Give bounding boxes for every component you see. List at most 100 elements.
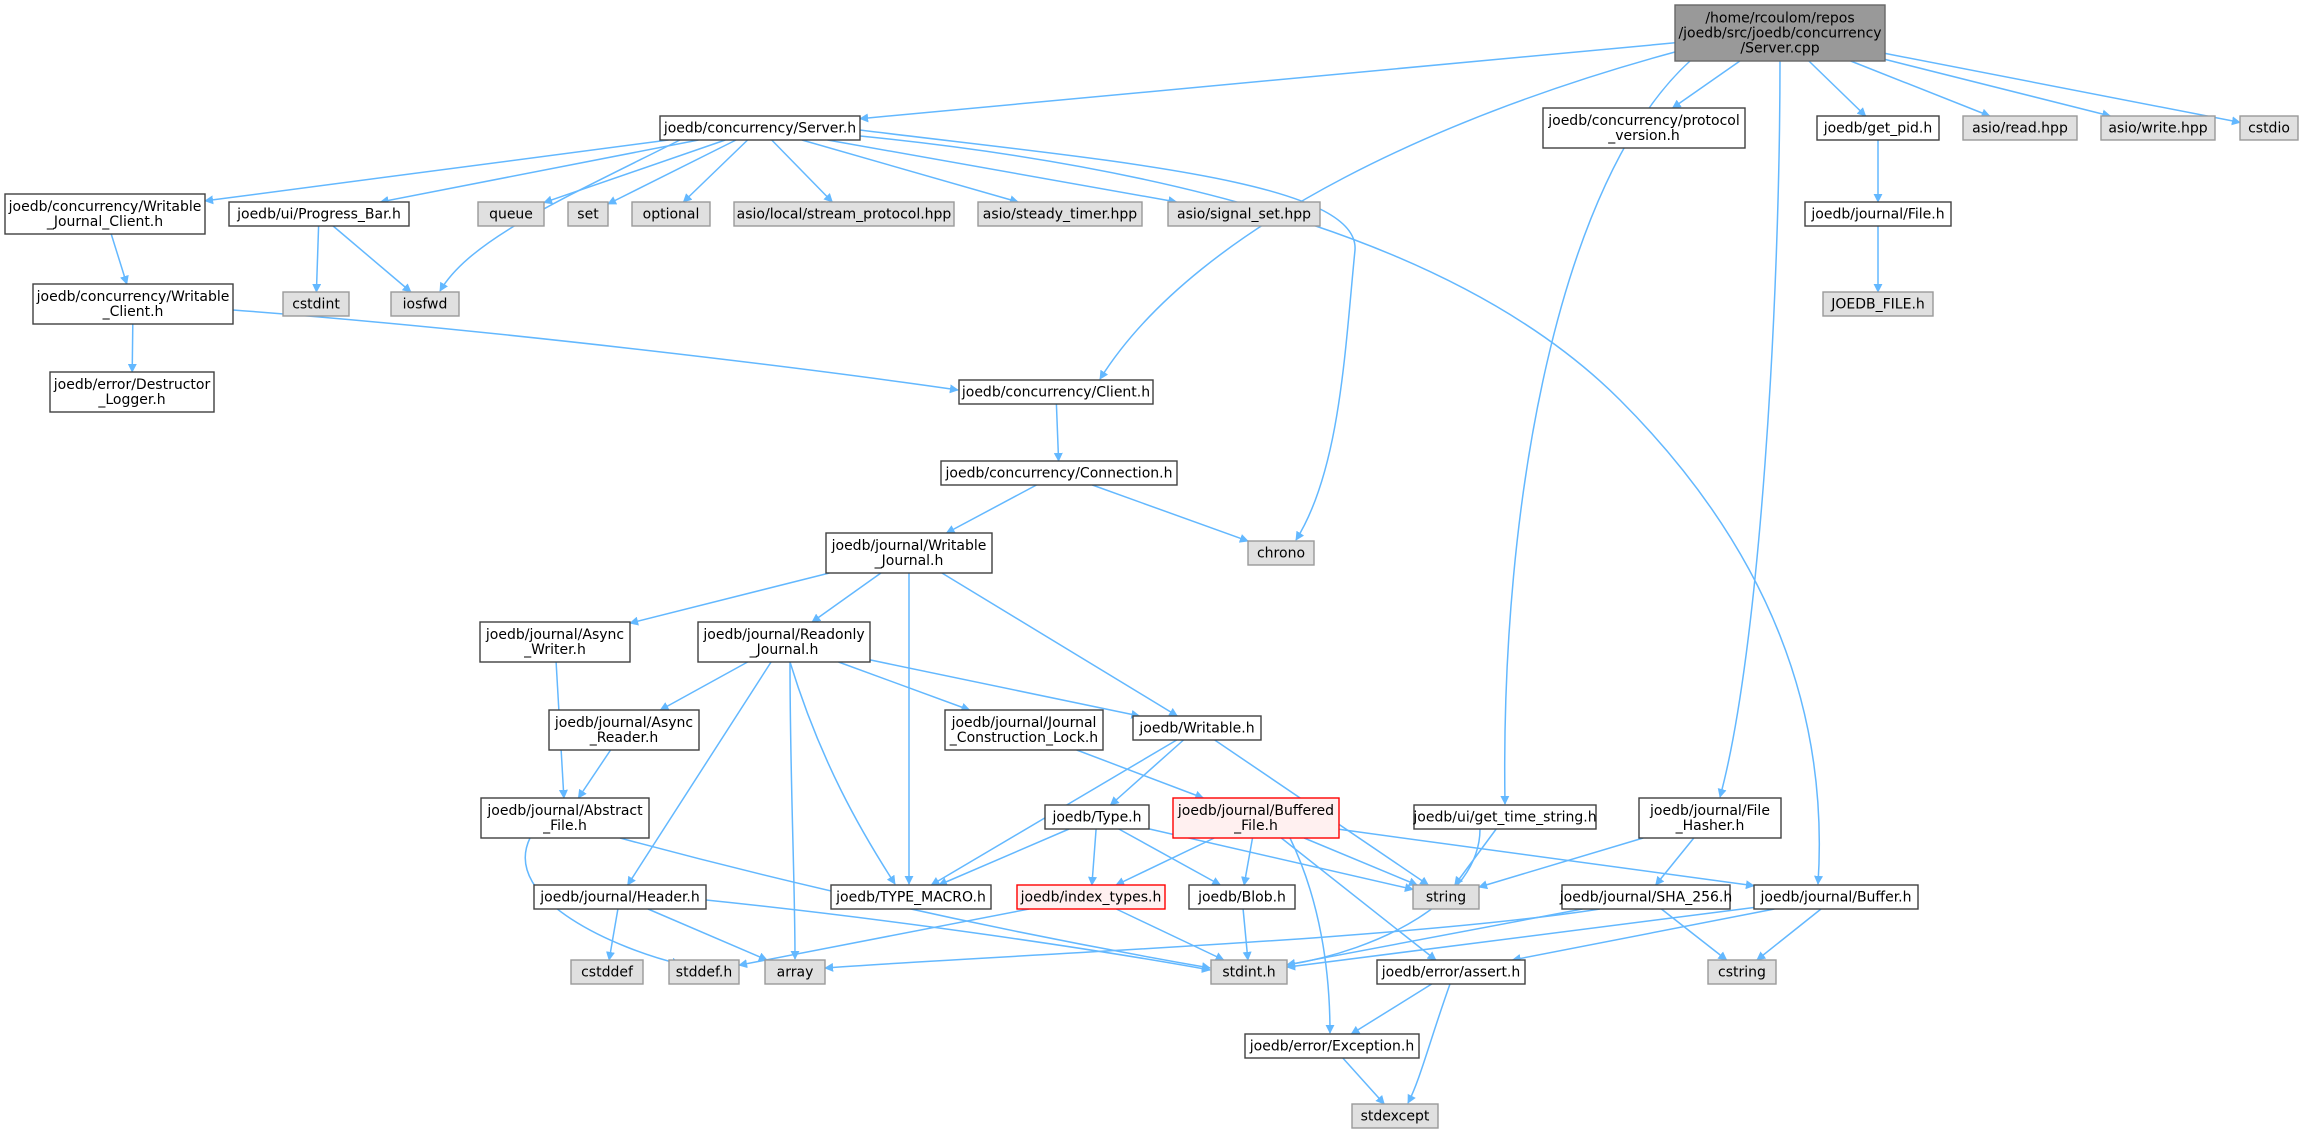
edge-root-to-asio_write [1884,58,2112,119]
node-sha256[interactable]: joedb/journal/SHA_256.h [1559,884,1733,910]
edge-server_h-to-buffer_h [859,135,1824,885]
node-box [1132,715,1262,741]
edge-server_h-to-set [607,139,737,205]
node-box [659,115,861,141]
node-box [1962,115,2078,141]
node-label: queue [489,207,533,223]
node-file-hasher[interactable]: joedb/journal/File_Hasher.h [1638,797,1782,839]
node-joedb-file-h[interactable]: JOEDB_FILE.h [1822,291,1934,317]
node-progress-bar[interactable]: joedb/ui/Progress_Bar.h [228,201,410,227]
node-protocol-version[interactable]: joedb/concurrency/protocol_version.h [1542,107,1746,149]
edge-writable_journal-to-async_writer [629,572,830,626]
edge-buffer_h-to-stdint_h [1286,906,1755,971]
node-connection-h[interactable]: joedb/concurrency/Connection.h [940,460,1178,486]
node-label: joedb/Type.h [1051,810,1141,826]
node-blob-h[interactable]: joedb/Blob.h [1188,884,1296,910]
edge-root-to-asio_read [1850,60,1991,118]
node-steady-timer[interactable]: asio/steady_timer.hpp [977,201,1143,227]
node-label: _Journal.h [749,642,819,658]
node-wc[interactable]: joedb/concurrency/Writable_Client.h [32,283,234,325]
node-type-macro[interactable]: joedb/TYPE_MACRO.h [830,884,992,910]
node-asio-read[interactable]: asio/read.hpp [1962,115,2078,141]
node-assert-h[interactable]: joedb/error/assert.h [1376,959,1526,985]
node-cstddef[interactable]: cstddef [570,959,644,985]
node-label: joedb/journal/Buffer.h [1760,890,1912,906]
edge-buffered_file-to-blob_h [1241,837,1254,886]
edge-server_h-to-stream_protocol [771,139,833,203]
node-server-h[interactable]: joedb/concurrency/Server.h [659,115,861,141]
node-jcl[interactable]: joedb/journal/Journal_Construction_Lock.… [944,709,1104,751]
node-label: joedb/TYPE_MACRO.h [835,890,986,906]
node-label: joedb/journal/Abstract [486,803,643,819]
node-buffered-file[interactable]: joedb/journal/Buffered_File.h [1172,797,1340,839]
node-label: /home/rcoulom/repos [1705,11,1854,27]
edge-wc-to-destructor_logger [127,323,137,373]
node-box [1188,884,1296,910]
edge-readonly_journal-to-header_h [627,661,772,886]
node-label: set [577,207,599,223]
node-index-types[interactable]: joedb/index_types.h [1016,884,1166,910]
node-box [940,460,1178,486]
edge-root-to-cstdio [1884,52,2241,126]
node-file-h[interactable]: joedb/journal/File.h [1804,201,1952,227]
node-cstdint[interactable]: cstdint [282,291,350,317]
node-box [1044,804,1150,830]
node-async-writer[interactable]: joedb/journal/Async_Writer.h [479,621,631,663]
node-root[interactable]: /home/rcoulom/repos/joedb/src/joedb/conc… [1674,4,1886,62]
node-label: _Journal_Client.h [46,214,163,230]
node-wjc[interactable]: joedb/concurrency/Writable_Journal_Clien… [4,193,206,235]
node-optional[interactable]: optional [631,201,711,227]
node-label: cstdint [292,297,340,313]
node-signal-set[interactable]: asio/signal_set.hpp [1167,201,1321,227]
node-readonly-journal[interactable]: joedb/journal/Readonly_Journal.h [697,621,871,663]
node-exception-h[interactable]: joedb/error/Exception.h [1244,1033,1420,1059]
node-label: asio/read.hpp [1972,121,2068,137]
edge-root-to-client_h [1099,51,1676,380]
node-box [32,283,234,325]
edge-client_h-to-connection_h [1053,403,1063,462]
node-writable-h[interactable]: joedb/Writable.h [1132,715,1262,741]
node-buffer-h[interactable]: joedb/journal/Buffer.h [1753,884,1919,910]
node-destructor-logger[interactable]: joedb/error/Destructor_Logger.h [49,371,215,413]
node-stdint-h[interactable]: stdint.h [1210,959,1288,985]
node-iosfwd[interactable]: iosfwd [390,291,460,317]
node-writable-journal[interactable]: joedb/journal/Writable_Journal.h [825,532,993,574]
edge-server_h-to-optional [682,139,749,203]
node-async-reader[interactable]: joedb/journal/Async_Reader.h [548,709,700,751]
edge-assert_h-to-exception_h [1350,983,1433,1035]
node-box [1247,540,1315,566]
node-stream-protocol[interactable]: asio/local/stream_protocol.hpp [733,201,955,227]
node-cstdio[interactable]: cstdio [2239,115,2299,141]
edge-readonly_journal-to-async_reader [659,661,748,711]
node-set[interactable]: set [567,201,609,227]
node-queue[interactable]: queue [477,201,545,227]
node-box [1638,797,1782,839]
node-array[interactable]: array [764,959,826,985]
node-client-h[interactable]: joedb/concurrency/Client.h [958,379,1154,405]
node-stdexcept[interactable]: stdexcept [1351,1103,1439,1129]
edge-buffered_file-to-string [1303,837,1418,887]
edge-file_hasher-to-sha256 [1655,837,1695,886]
node-string[interactable]: string [1412,884,1480,910]
dependency-nodes: /home/rcoulom/repos/joedb/src/joedb/conc… [4,4,2299,1129]
node-label: joedb/journal/File [1649,803,1770,819]
node-chrono[interactable]: chrono [1247,540,1315,566]
node-box [1707,959,1777,985]
node-label: _Logger.h [97,392,165,408]
node-cstring[interactable]: cstring [1707,959,1777,985]
node-header-h[interactable]: joedb/journal/Header.h [533,884,707,910]
node-type-h[interactable]: joedb/Type.h [1044,804,1150,830]
node-label: _Writer.h [523,642,586,658]
node-box [1753,884,1919,910]
node-label: _Reader.h [589,730,659,746]
node-get-pid[interactable]: joedb/get_pid.h [1816,115,1940,141]
node-label: array [777,965,814,981]
node-asio-write[interactable]: asio/write.hpp [2100,115,2216,141]
node-abstract-file[interactable]: joedb/journal/Abstract_File.h [480,797,650,839]
node-box [764,959,826,985]
node-label: joedb/concurrency/Writable [36,289,230,305]
edge-server_h-to-chrono [859,129,1356,541]
edge-buffer_h-to-assert_h [1511,908,1775,963]
node-stddef-h[interactable]: stddef.h [668,959,740,985]
node-get-time-string[interactable]: joedb/ui/get_time_string.h [1412,804,1597,830]
